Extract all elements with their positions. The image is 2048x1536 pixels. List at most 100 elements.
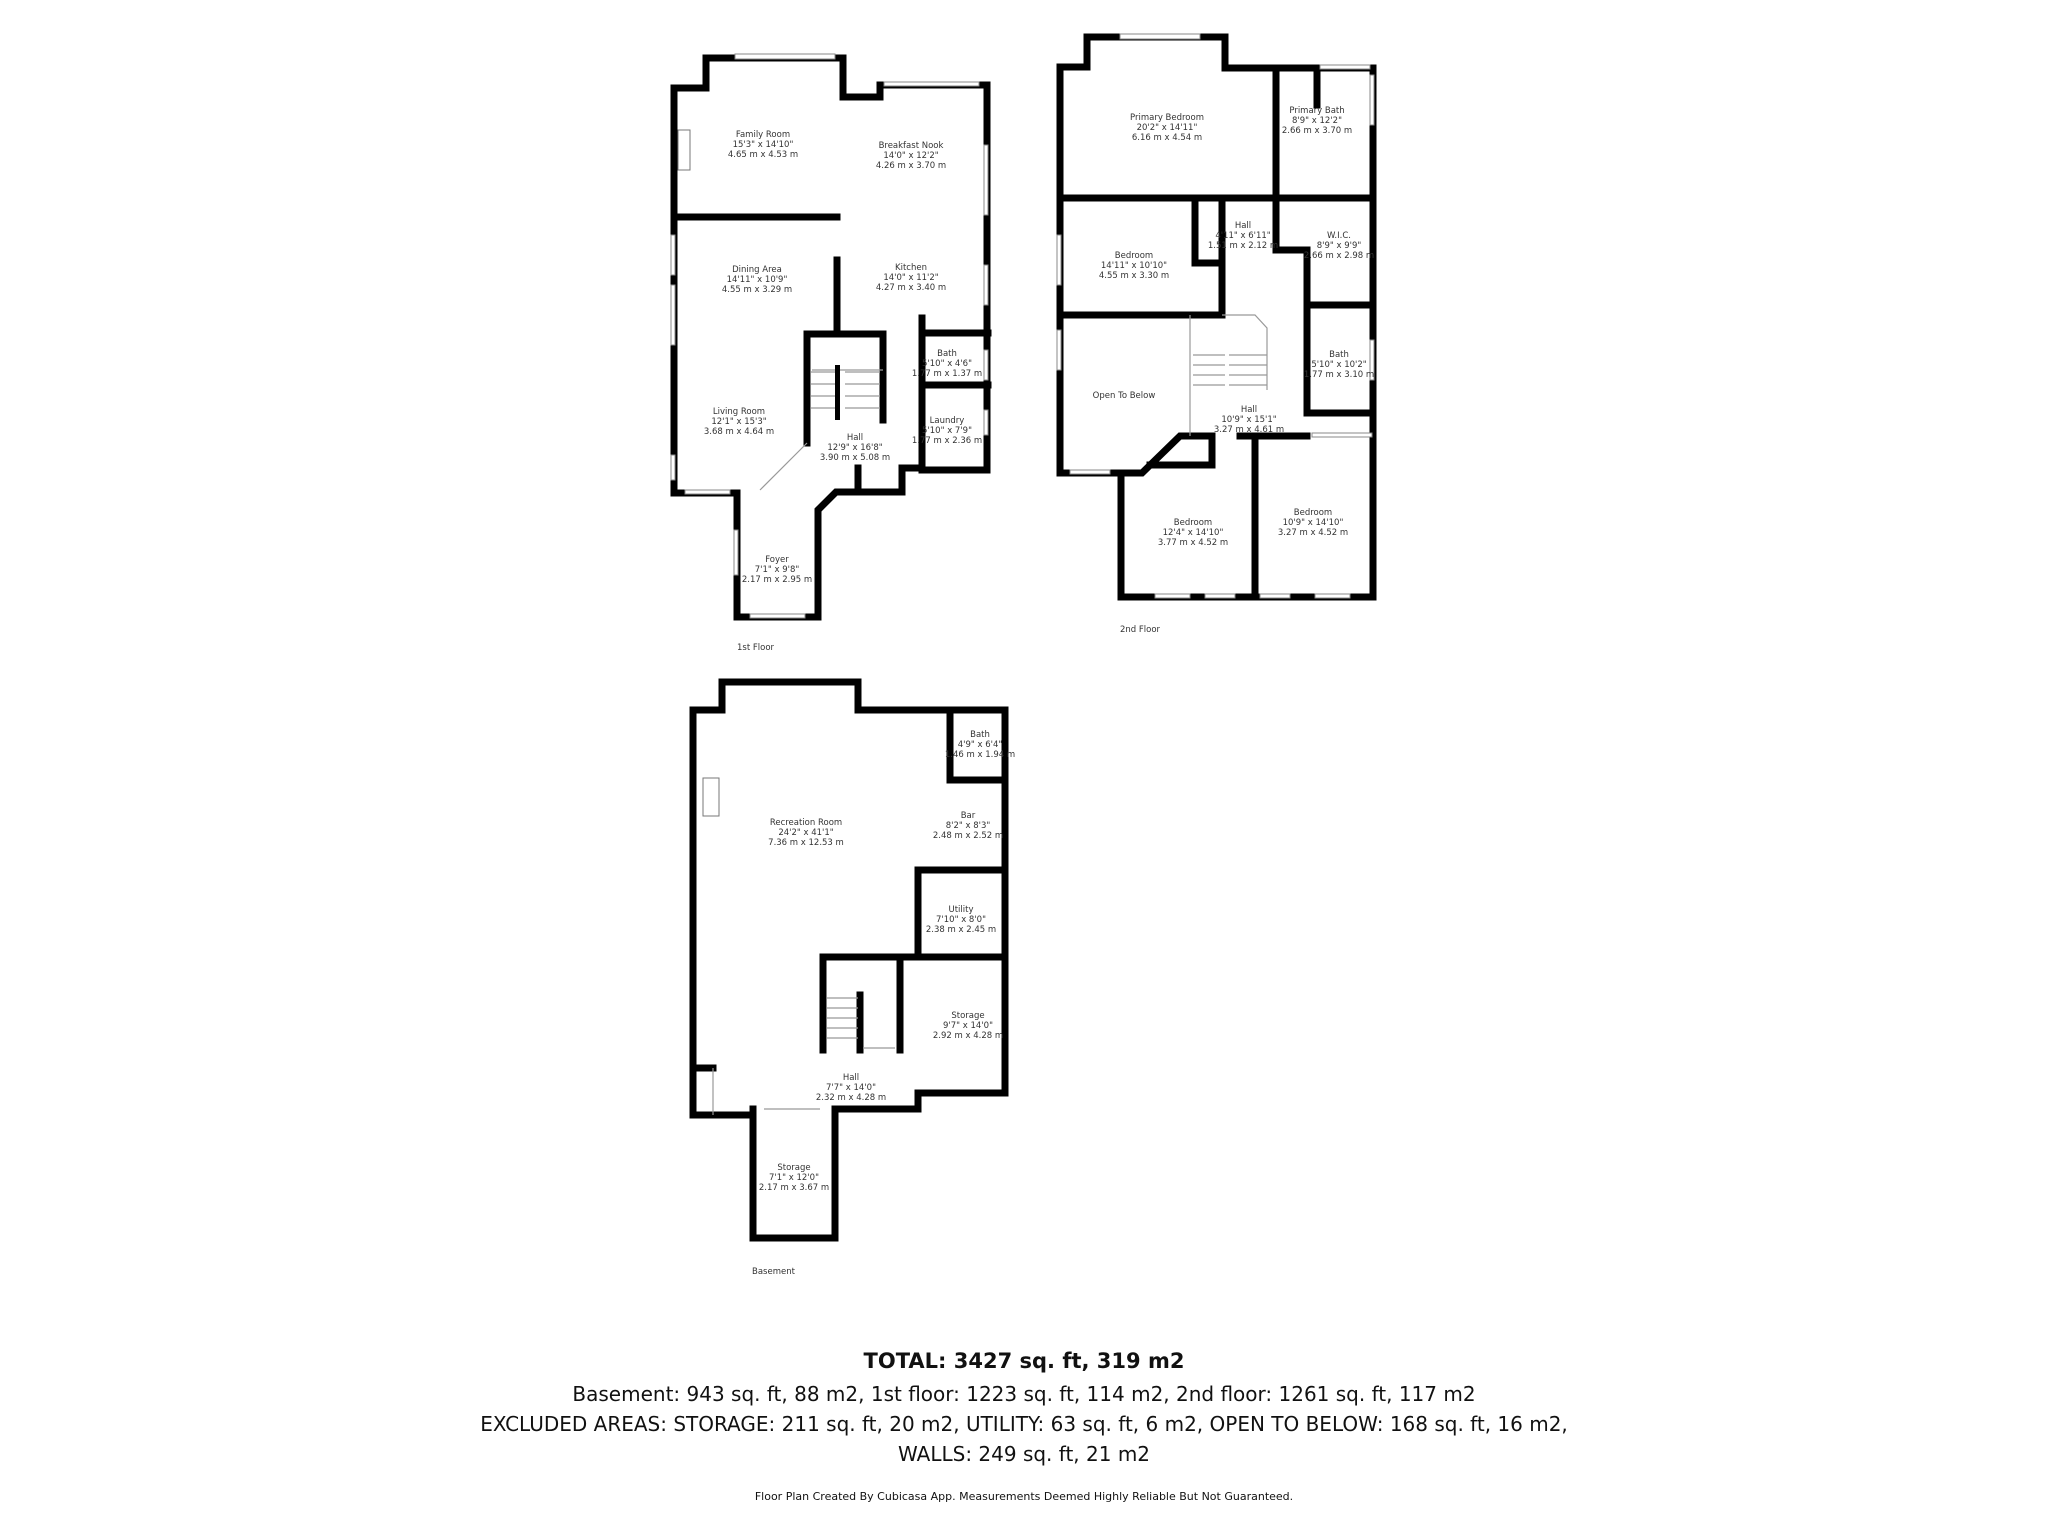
room-imperial: 14'11" x 10'10"	[1101, 261, 1167, 271]
room-imperial: 8'2" x 8'3"	[946, 821, 991, 831]
room-imperial: 12'9" x 16'8"	[827, 443, 882, 453]
second-floor-outer-wall	[1056, 33, 1377, 601]
room-name: Kitchen	[895, 263, 927, 273]
room-imperial: 12'1" x 15'3"	[711, 417, 766, 427]
window	[883, 81, 980, 87]
room-imperial: 15'3" x 14'10"	[733, 140, 794, 150]
window	[1369, 339, 1375, 381]
window	[734, 53, 836, 60]
room-metric: 3.68 m x 4.64 m	[704, 427, 774, 437]
room-imperial: 7'10" x 8'0"	[936, 915, 986, 925]
room-name: Hall	[1241, 405, 1257, 415]
floor-label: 1st Floor	[737, 643, 775, 653]
window	[1259, 593, 1291, 599]
room-metric: 3.27 m x 4.61 m	[1214, 425, 1284, 435]
room-metric: 2.66 m x 3.70 m	[1282, 126, 1352, 136]
room-metric: 2.92 m x 4.28 m	[933, 1031, 1003, 1041]
room-imperial: 5'10" x 7'9"	[922, 426, 972, 436]
window	[1369, 74, 1375, 126]
room-name: Recreation Room	[770, 818, 842, 828]
window	[670, 234, 676, 276]
basement-outer-wall	[689, 678, 1009, 1242]
room-name: Open To Below	[1093, 391, 1156, 401]
room-name: Bar	[961, 811, 976, 821]
floor-label: 2nd Floor	[1120, 625, 1161, 635]
room-name: Storage	[777, 1163, 810, 1173]
wall	[946, 706, 1009, 784]
floor-label: Basement	[752, 1267, 796, 1277]
room-imperial: 8'9" x 9'9"	[1317, 241, 1362, 251]
room-name: Bedroom	[1174, 518, 1212, 528]
room-imperial: 9'7" x 14'0"	[943, 1021, 993, 1031]
room-name: Hall	[847, 433, 863, 443]
window	[670, 454, 676, 481]
room-name: Bedroom	[1115, 251, 1153, 261]
room-metric: 1.77 m x 2.36 m	[912, 436, 982, 446]
room-imperial: 8'9" x 12'2"	[1292, 116, 1342, 126]
room-name: Foyer	[765, 555, 789, 565]
floor-areas: Basement: 943 sq. ft, 88 m2, 1st floor: …	[572, 1382, 1476, 1406]
room-name: Hall	[1235, 221, 1251, 231]
wall	[803, 330, 887, 447]
room-label: Open To Below	[1093, 391, 1156, 401]
room-metric: 3.77 m x 4.52 m	[1158, 538, 1228, 548]
room-metric: 2.48 m x 2.52 m	[933, 831, 1003, 841]
room-name: Primary Bath	[1289, 106, 1344, 116]
opening-line	[759, 442, 808, 491]
window	[1319, 64, 1371, 70]
room-imperial: 20'2" x 14'11"	[1137, 123, 1198, 133]
room-label: W.I.C.8'9" x 9'9"2.66 m x 2.98 m	[1304, 231, 1374, 261]
room-name: Breakfast Nook	[879, 141, 944, 151]
room-metric: 6.16 m x 4.54 m	[1132, 133, 1202, 143]
wall	[1272, 194, 1377, 417]
window	[733, 529, 739, 576]
window	[983, 264, 989, 306]
room-metric: 7.36 m x 12.53 m	[768, 838, 844, 848]
room-name: Dining Area	[732, 265, 782, 275]
window	[1154, 593, 1191, 599]
room-metric: 4.65 m x 4.53 m	[728, 150, 798, 160]
room-name: Storage	[951, 1011, 984, 1021]
stair-rail	[835, 365, 840, 420]
room-metric: 4.55 m x 3.30 m	[1099, 271, 1169, 281]
room-name: Family Room	[736, 130, 790, 140]
window	[1314, 593, 1351, 599]
opening-line	[1222, 314, 1268, 390]
room-imperial: 14'11" x 10'9"	[727, 275, 788, 285]
room-imperial: 10'9" x 14'10"	[1283, 518, 1344, 528]
wall	[1056, 432, 1216, 477]
wall	[1191, 194, 1226, 267]
room-metric: 3.27 m x 4.52 m	[1278, 528, 1348, 538]
room-imperial: 4'9" x 6'4"	[958, 740, 1003, 750]
room-name: Bath	[937, 349, 957, 359]
fireplace-icon	[677, 129, 691, 171]
room-metric: 4.55 m x 3.29 m	[722, 285, 792, 295]
window	[983, 349, 989, 381]
window	[1204, 593, 1236, 599]
room-imperial: 14'0" x 12'2"	[883, 151, 938, 161]
room-imperial: 5'10" x 10'2"	[1311, 360, 1366, 370]
room-imperial: 10'9" x 15'1"	[1221, 415, 1276, 425]
room-metric: 3.90 m x 5.08 m	[820, 453, 890, 463]
walls	[670, 33, 1377, 1242]
room-name: Hall	[843, 1073, 859, 1083]
room-metric: 1.51 m x 2.12 m	[1208, 241, 1278, 251]
